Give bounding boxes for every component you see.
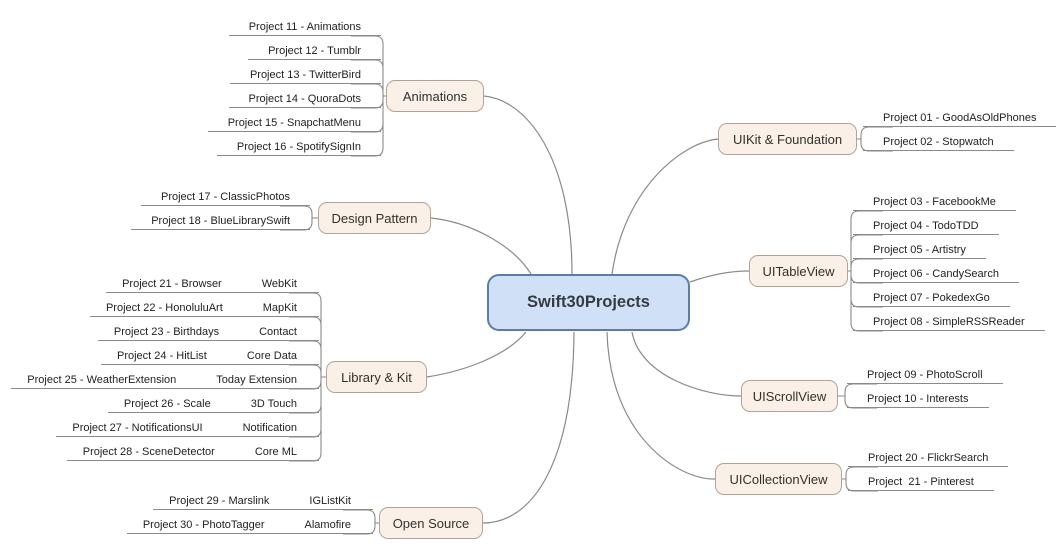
leaf-group-design-pattern: Project 17 - ClassicPhotos Project 18 - … xyxy=(131,182,310,230)
leaf-project-label: Project 25 - WeatherExtension xyxy=(27,374,177,386)
leaf-topic[interactable]: Project 23 - Birthdays Contact xyxy=(97,317,319,341)
leaf-topic[interactable]: Project 20 - FlickrSearch xyxy=(848,443,1009,467)
branch-node-uikit-foundation[interactable]: UIKit & Foundation xyxy=(718,123,857,155)
leaf-topic[interactable]: Project 26 - Scale 3D Touch xyxy=(107,389,319,413)
leaf-topic[interactable]: Project 08 - SimpleRSSReader xyxy=(853,307,1045,331)
leaf-group-library-kit: Project 21 - Browser WebKit Project 22 - … xyxy=(11,269,319,461)
leaf-bracket-animations xyxy=(351,35,386,157)
leaf-framework-label: MapKit xyxy=(262,302,297,314)
branch-node-design-pattern[interactable]: Design Pattern xyxy=(318,202,431,234)
leaf-framework-label: WebKit xyxy=(261,278,297,290)
leaf-framework-label: Contact xyxy=(259,326,297,338)
leaf-topic[interactable]: Project 30 - PhotoTagger Alamofire xyxy=(126,510,373,534)
leaf-topic[interactable]: Project 02 - Stopwatch xyxy=(863,127,1014,151)
leaf-topic[interactable]: Project 28 - SceneDetector Core ML xyxy=(66,437,319,461)
leaf-topic[interactable]: Project 13 - TwitterBird xyxy=(229,60,381,84)
branch-node-library-kit[interactable]: Library & Kit xyxy=(326,361,427,393)
leaf-topic[interactable]: Project 17 - ClassicPhotos xyxy=(141,182,310,206)
leaf-group-uiscrollview: Project 09 - PhotoScroll Project 10 - In… xyxy=(847,360,1003,408)
leaf-bracket-uicollectionview xyxy=(842,466,878,492)
leaf-project-label: Project 21 - Browser xyxy=(122,278,222,290)
leaf-project-label: Project 22 - HonoluluArt xyxy=(105,302,223,314)
branch-node-uitableview[interactable]: UITableView xyxy=(749,255,848,287)
leaf-bracket-library-kit xyxy=(289,292,326,462)
branch-label: UITableView xyxy=(762,263,835,279)
leaf-topic[interactable]: Project 11 - Animations xyxy=(228,12,381,36)
leaf-topic[interactable]: Project 21 - Pinterest xyxy=(848,467,994,491)
branch-node-animations[interactable]: Animations xyxy=(386,80,484,112)
leaf-framework-label: Alamofire xyxy=(304,519,351,531)
branch-curve-design-pattern xyxy=(430,217,532,275)
branch-curve-uitableview xyxy=(689,270,750,283)
leaf-topic[interactable]: Project 24 - HitList Core Data xyxy=(100,341,319,365)
leaf-topic[interactable]: Project 01 - GoodAsOldPhones xyxy=(863,103,1057,127)
leaf-framework-label: 3D Touch xyxy=(250,398,297,410)
leaf-project-label: Project 26 - Scale xyxy=(123,398,211,410)
leaf-framework-label: IGListKit xyxy=(309,495,351,507)
branch-node-uicollectionview[interactable]: UICollectionView xyxy=(715,463,842,495)
leaf-topic[interactable]: Project 03 - FacebookMe xyxy=(853,187,1016,211)
leaf-project-label: Project 29 - Marslink xyxy=(169,495,270,507)
leaf-framework-label: Core ML xyxy=(254,446,297,458)
leaf-bracket-uiscrollview xyxy=(838,383,877,409)
leaf-framework-label: Notification xyxy=(242,422,297,434)
leaf-topic[interactable]: Project 04 - TodoTDD xyxy=(853,211,999,235)
leaf-project-label: Project 28 - SceneDetector xyxy=(82,446,215,458)
central-topic-label: Swift30Projects xyxy=(527,293,650,311)
leaf-topic[interactable]: Project 10 - Interests xyxy=(847,384,989,408)
leaf-topic[interactable]: Project 18 - BlueLibrarySwift xyxy=(131,206,310,230)
branch-label: UIScrollView xyxy=(752,388,827,404)
branch-label: Animations xyxy=(402,88,468,104)
branch-curve-uicollectionview xyxy=(606,331,716,480)
central-topic[interactable]: Swift30Projects xyxy=(487,274,690,331)
leaf-framework-label: Today Extension xyxy=(216,374,297,386)
leaf-topic[interactable]: Project 07 - PokedexGo xyxy=(853,283,1010,307)
leaf-project-label: Project 30 - PhotoTagger xyxy=(142,519,265,531)
leaf-topic[interactable]: Project 06 - CandySearch xyxy=(853,259,1019,283)
leaf-topic[interactable]: Project 22 - HonoluluArt MapKit xyxy=(89,293,319,317)
branch-curve-uikit-foundation xyxy=(611,138,719,275)
leaf-topic[interactable]: Project 21 - Browser WebKit xyxy=(106,269,319,293)
branch-node-uiscrollview[interactable]: UIScrollView xyxy=(741,380,838,412)
branch-label: Open Source xyxy=(392,515,470,531)
leaf-topic[interactable]: Project 27 - NotificationsUI Notification xyxy=(56,413,319,437)
leaf-framework-label: Core Data xyxy=(246,350,297,362)
leaf-group-open-source: Project 29 - Marslink IGListKit Project 3… xyxy=(126,486,373,534)
leaf-group-uikit-foundation: Project 01 - GoodAsOldPhones Project 02 … xyxy=(863,103,1057,151)
branch-curve-animations xyxy=(483,95,573,275)
leaf-topic[interactable]: Project 14 - QuoraDots xyxy=(228,84,381,108)
leaf-topic[interactable]: Project 25 - WeatherExtension Today Exten… xyxy=(11,365,319,389)
leaf-project-label: Project 23 - Birthdays xyxy=(113,326,220,338)
leaf-topic[interactable]: Project 05 - Artistry xyxy=(853,235,986,259)
leaf-topic[interactable]: Project 09 - PhotoScroll xyxy=(847,360,1003,384)
branch-label: Design Pattern xyxy=(331,210,418,226)
leaf-topic[interactable]: Project 15 - SnapchatMenu xyxy=(207,108,381,132)
leaf-project-label: Project 27 - NotificationsUI xyxy=(72,422,203,434)
leaf-group-animations: Project 11 - Animations Project 12 - Tum… xyxy=(207,12,381,156)
branch-label: UICollectionView xyxy=(729,471,828,487)
leaf-topic[interactable]: Project 29 - Marslink IGListKit xyxy=(153,486,373,510)
branch-curve-uiscrollview xyxy=(631,331,742,397)
leaf-project-label: Project 24 - HitList xyxy=(116,350,207,362)
branch-node-open-source[interactable]: Open Source xyxy=(379,507,483,539)
leaf-bracket-uitableview xyxy=(848,210,883,332)
leaf-group-uitableview: Project 03 - FacebookMe Project 04 - Tod… xyxy=(853,187,1045,331)
branch-curve-library-kit xyxy=(426,331,527,378)
leaf-bracket-open-source xyxy=(343,509,379,535)
leaf-group-uicollectionview: Project 20 - FlickrSearch Project 21 - P… xyxy=(848,443,1009,491)
branch-label: UIKit & Foundation xyxy=(732,131,843,147)
branch-label: Library & Kit xyxy=(341,369,412,385)
branch-curve-open-source xyxy=(482,331,575,524)
leaf-topic[interactable]: Project 16 - SpotifySignIn xyxy=(216,132,381,156)
leaf-topic[interactable]: Project 12 - Tumblr xyxy=(248,36,381,60)
